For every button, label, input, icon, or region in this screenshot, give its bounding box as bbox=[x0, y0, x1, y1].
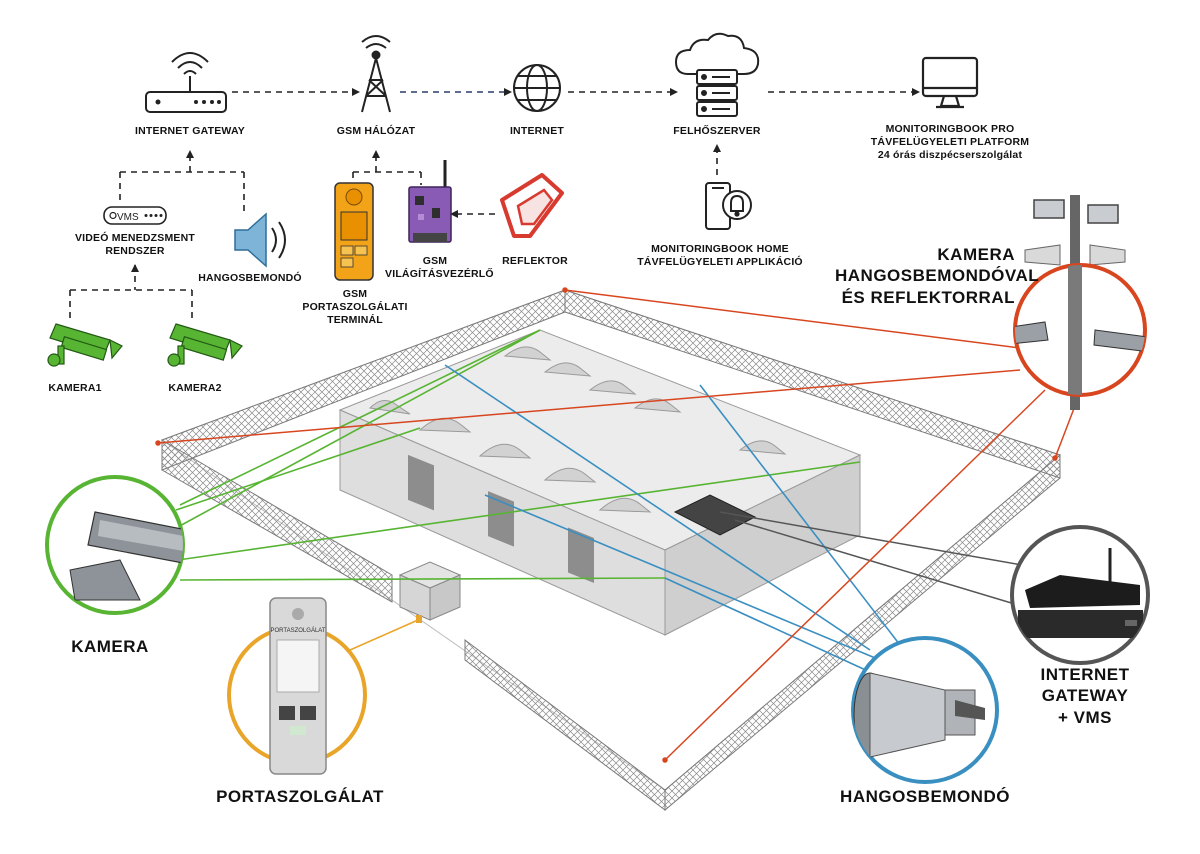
pole-lines bbox=[155, 287, 1079, 763]
intercom-callout: PORTASZOLGÁLAT bbox=[227, 597, 367, 775]
platform-line-1: MONITORINGBOOK PRO bbox=[885, 123, 1015, 135]
gateway-lines bbox=[719, 511, 1023, 606]
flow-arrowheads bbox=[131, 88, 920, 272]
gsm-terminal-icon bbox=[334, 182, 374, 281]
label-reflector: REFLEKTOR bbox=[502, 255, 568, 267]
reflector-icon bbox=[500, 173, 564, 238]
perimeter-fence bbox=[160, 289, 1062, 812]
label-gsm-terminal: GSM PORTASZOLGÁLATI TERMINÁL bbox=[300, 288, 410, 327]
speaker-icon bbox=[234, 212, 286, 268]
gsm-terminal-line-1: GSM bbox=[342, 288, 368, 300]
gateway-vms-line-2: + VMS bbox=[1058, 707, 1112, 727]
cloud-server-icon bbox=[674, 32, 760, 117]
camera-pole-line-1: KAMERA bbox=[937, 245, 1015, 264]
callout-label-speaker: HANGOSBEMONDÓ bbox=[840, 787, 1010, 806]
camera-pole-callout bbox=[1013, 195, 1147, 410]
guard-booth bbox=[398, 561, 462, 623]
home-app-line-2: TÁVFELÜGYELETI APPLIKÁCIÓ bbox=[637, 256, 803, 269]
gsm-terminal-line-2: PORTASZOLGÁLATI bbox=[302, 301, 408, 314]
platform-line-2: TÁVFELÜGYELETI PLATFORM bbox=[870, 136, 1030, 149]
gateway-vms-line-1: INTERNET GATEWAY bbox=[1040, 665, 1130, 706]
intercom-line bbox=[349, 619, 419, 651]
monitor-icon bbox=[921, 56, 979, 109]
gsm-lighting-line-2: VILÁGÍTÁSVEZÉRLŐ bbox=[385, 268, 494, 281]
camera-icon bbox=[47, 323, 243, 367]
camera-pole-line-3: ÉS REFLEKTORRAL bbox=[841, 287, 1015, 307]
vms-device-icon: VMS bbox=[103, 206, 167, 225]
label-camera1: KAMERA1 bbox=[48, 382, 102, 394]
smartphone-bell-icon bbox=[705, 182, 752, 230]
vms-line-2: RENDSZER bbox=[105, 245, 165, 258]
camera-callout bbox=[45, 475, 185, 615]
label-internet-gateway: INTERNET GATEWAY bbox=[135, 125, 245, 137]
label-cloud-server: FELHŐSZERVER bbox=[673, 125, 761, 137]
label-camera2: KAMERA2 bbox=[168, 382, 222, 394]
callout-label-intercom: PORTASZOLGÁLAT bbox=[216, 787, 384, 806]
camera-sight-lines bbox=[175, 329, 861, 581]
callout-label-gateway-vms: INTERNET GATEWAY + VMS bbox=[1005, 664, 1165, 728]
vms-line-1: VIDEÓ MENEDZSMENT bbox=[74, 232, 196, 244]
platform-line-3: 24 órás diszpécserszolgálat bbox=[877, 149, 1023, 162]
gsm-lighting-line-1: GSM bbox=[422, 255, 448, 267]
label-home-app: MONITORINGBOOK HOME TÁVFELÜGYELETI APPLI… bbox=[625, 243, 815, 269]
antenna-tower-icon bbox=[361, 35, 391, 113]
intercom-panel-title: PORTASZOLGÁLAT bbox=[270, 627, 325, 634]
callout-label-camera: KAMERA bbox=[71, 637, 149, 656]
label-gsm-network: GSM HÁLÓZAT bbox=[336, 125, 416, 137]
callout-label-camera-pole: KAMERA HANGOSBEMONDÓVAL ÉS REFLEKTORRAL bbox=[835, 244, 1040, 308]
loudspeaker-callout bbox=[851, 636, 999, 784]
label-internet: INTERNET bbox=[509, 125, 565, 137]
vms-device-text: VMS bbox=[117, 212, 139, 223]
globe-icon bbox=[513, 64, 561, 112]
flow-connectors bbox=[69, 91, 912, 318]
router-icon bbox=[145, 52, 227, 113]
label-platform: MONITORINGBOOK PRO TÁVFELÜGYELETI PLATFO… bbox=[840, 123, 1060, 162]
camera-pole-line-2: HANGOSBEMONDÓVAL bbox=[835, 266, 1040, 286]
label-loudspeaker: HANGOSBEMONDÓ bbox=[198, 272, 302, 284]
gsm-controller-icon bbox=[408, 160, 452, 243]
gsm-terminal-line-3: TERMINÁL bbox=[327, 314, 383, 327]
label-vms: VIDEÓ MENEDZSMENT RENDSZER bbox=[65, 232, 205, 258]
home-app-line-1: MONITORINGBOOK HOME bbox=[651, 243, 789, 255]
label-gsm-lighting: GSM VILÁGÍTÁSVEZÉRLŐ bbox=[385, 255, 494, 281]
gateway-callout bbox=[1010, 525, 1150, 665]
